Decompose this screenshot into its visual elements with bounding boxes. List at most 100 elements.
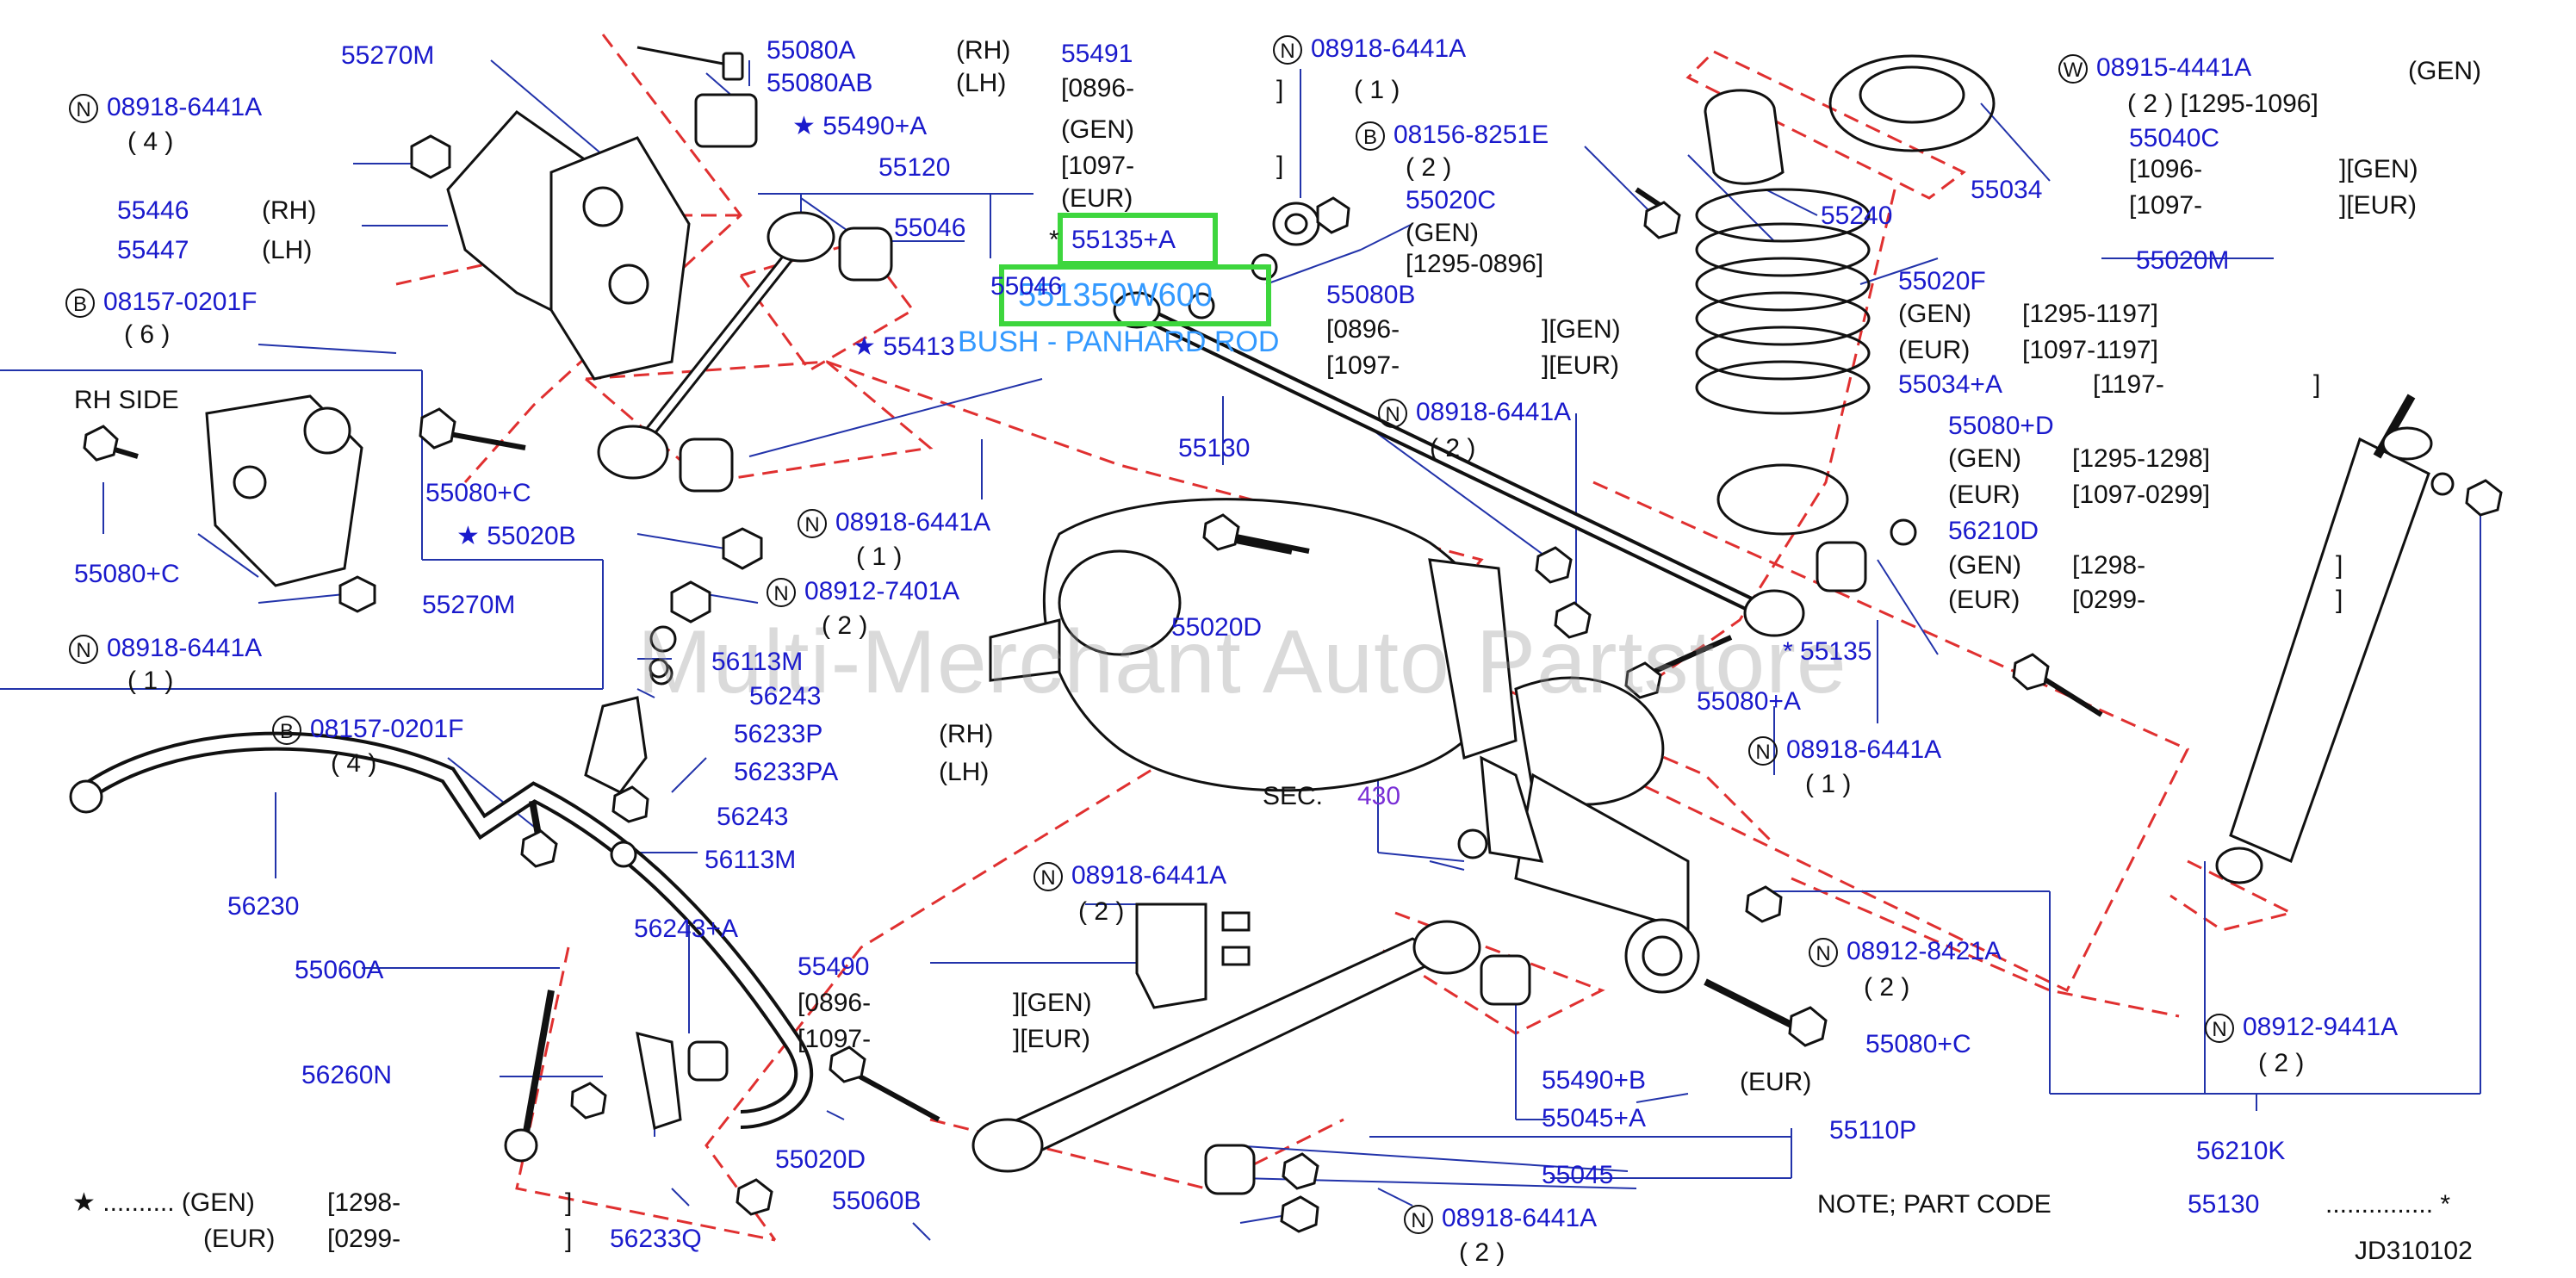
label-rh-side: RH SIDE: [74, 386, 179, 414]
label-55020M[interactable]: 55020M: [2136, 246, 2230, 275]
label-55080A-plus[interactable]: 55080+A: [1697, 687, 1801, 716]
label-55045A[interactable]: 55045+A: [1542, 1104, 1646, 1132]
label-55080C-right[interactable]: 55080+C: [1865, 1030, 1971, 1058]
label-sec-430[interactable]: 430: [1357, 782, 1401, 810]
label-56230[interactable]: 56230: [227, 892, 300, 921]
label-55490-range1: [0896-: [798, 989, 872, 1017]
label-55080B[interactable]: 55080B: [1326, 281, 1416, 309]
legend-star-gen-range: [1298-: [327, 1188, 401, 1217]
label-56243-top[interactable]: 56243: [749, 682, 822, 710]
label-56233PA[interactable]: 56233PA: [734, 758, 839, 786]
label-55020D-mid[interactable]: 55020D: [1171, 613, 1263, 642]
label-55270M-top[interactable]: 55270M: [341, 41, 435, 70]
label-55080B-gen: ][GEN): [1542, 315, 1621, 344]
label-55240[interactable]: 55240: [1821, 202, 1893, 230]
label-55080B-range1: [0896-: [1326, 315, 1400, 344]
label-56210D-end1: ]: [2336, 551, 2343, 580]
part-drawings: [69, 46, 2503, 1233]
label-n-top-bracket: ]: [1276, 76, 1284, 104]
label-56233P[interactable]: 56233P: [734, 720, 823, 748]
note-part-code-number[interactable]: 55130: [2188, 1190, 2260, 1219]
label-55447-lh: (LH): [262, 236, 313, 264]
label-55045[interactable]: 55045: [1542, 1161, 1614, 1189]
symbol-n-circle: N: [1273, 35, 1302, 65]
label-56113M-top[interactable]: 56113M: [711, 648, 804, 676]
label-55447[interactable]: 55447: [117, 236, 189, 264]
label-56243A[interactable]: 56243+A: [634, 915, 738, 943]
label-b-08157-mid-qty: ( 4 ): [331, 749, 377, 778]
label-55046-b[interactable]: 55046: [990, 272, 1063, 301]
label-sec: SEC.: [1263, 782, 1324, 810]
label-55060A[interactable]: 55060A: [295, 956, 384, 984]
label-55034[interactable]: 55034: [1971, 176, 2043, 204]
label-55046[interactable]: 55046: [894, 214, 966, 242]
symbol-n-circle: N: [1748, 736, 1778, 766]
label-55446[interactable]: 55446: [117, 196, 189, 225]
highlight-part-code[interactable]: 551350W600: [1018, 277, 1214, 313]
label-55080A[interactable]: 55080A: [767, 36, 856, 65]
label-55020F[interactable]: 55020F: [1898, 267, 1986, 295]
symbol-n-circle: N: [1034, 862, 1063, 892]
label-55446-rh: (RH): [262, 196, 317, 225]
label-55020B[interactable]: ★ 55020B: [456, 522, 576, 550]
symbol-w-circle: W: [2058, 54, 2088, 84]
label-55413[interactable]: ★ 55413: [853, 332, 955, 361]
highlight-marker: *: [1049, 226, 1059, 254]
label-55135[interactable]: * 55135: [1783, 637, 1872, 666]
label-55490-gen: ][GEN): [1013, 989, 1092, 1017]
label-55490-range2: [1097-: [798, 1025, 872, 1053]
label-55020D-bottom[interactable]: 55020D: [775, 1145, 866, 1174]
label-55120[interactable]: 55120: [878, 153, 951, 182]
label-55060B[interactable]: 55060B: [832, 1187, 922, 1215]
label-56113M-mid[interactable]: 56113M: [705, 846, 797, 874]
highlight-part-number[interactable]: 55135+A: [1071, 226, 1176, 254]
label-55080AB[interactable]: 55080AB: [767, 69, 873, 97]
label-55040C[interactable]: 55040C: [2129, 124, 2220, 152]
note-part-code-dots: ............... *: [2325, 1190, 2451, 1219]
label-56210D[interactable]: 56210D: [1948, 517, 2039, 545]
label-55490B[interactable]: 55490+B: [1542, 1066, 1646, 1095]
label-55020C[interactable]: 55020C: [1406, 186, 1497, 214]
label-56210K[interactable]: 56210K: [2196, 1137, 2286, 1165]
label-n-last-qty: ( 2 ): [1459, 1238, 1505, 1267]
label-55040C-range1: [1096-: [2129, 155, 2203, 183]
label-55080D-eur: (EUR): [1948, 481, 2020, 509]
label-55080D-range2: [1097-0299]: [2072, 481, 2211, 509]
label-56233Q[interactable]: 56233Q: [610, 1225, 702, 1253]
label-55110P[interactable]: 55110P: [1829, 1116, 1917, 1145]
label-55020F-range1: [1295-1197]: [2022, 300, 2158, 328]
symbol-n-circle: N: [69, 94, 98, 124]
label-55490A[interactable]: ★ 55490+A: [792, 112, 928, 140]
label-55080C-left[interactable]: 55080+C: [425, 479, 531, 507]
label-55034A[interactable]: 55034+A: [1898, 370, 2002, 399]
label-55080D[interactable]: 55080+D: [1948, 412, 2054, 440]
label-55490[interactable]: 55490: [798, 952, 870, 981]
label-55020F-eur: (EUR): [1898, 336, 1971, 364]
label-55080C-left2[interactable]: 55080+C: [74, 560, 180, 588]
label-55270M-bottom[interactable]: 55270M: [422, 591, 516, 619]
symbol-n-circle: N: [1809, 938, 1838, 968]
label-55130[interactable]: 55130: [1178, 434, 1251, 462]
legend-star-gen-end: ]: [565, 1188, 573, 1217]
highlight-box-code: [999, 264, 1271, 326]
label-55020F-range2: [1097-1197]: [2022, 336, 2158, 364]
label-56260N[interactable]: 56260N: [301, 1061, 393, 1089]
label-56243-mid[interactable]: 56243: [717, 803, 789, 831]
label-55491[interactable]: 55491: [1061, 40, 1133, 68]
label-56210D-eur: (EUR): [1948, 586, 2020, 614]
